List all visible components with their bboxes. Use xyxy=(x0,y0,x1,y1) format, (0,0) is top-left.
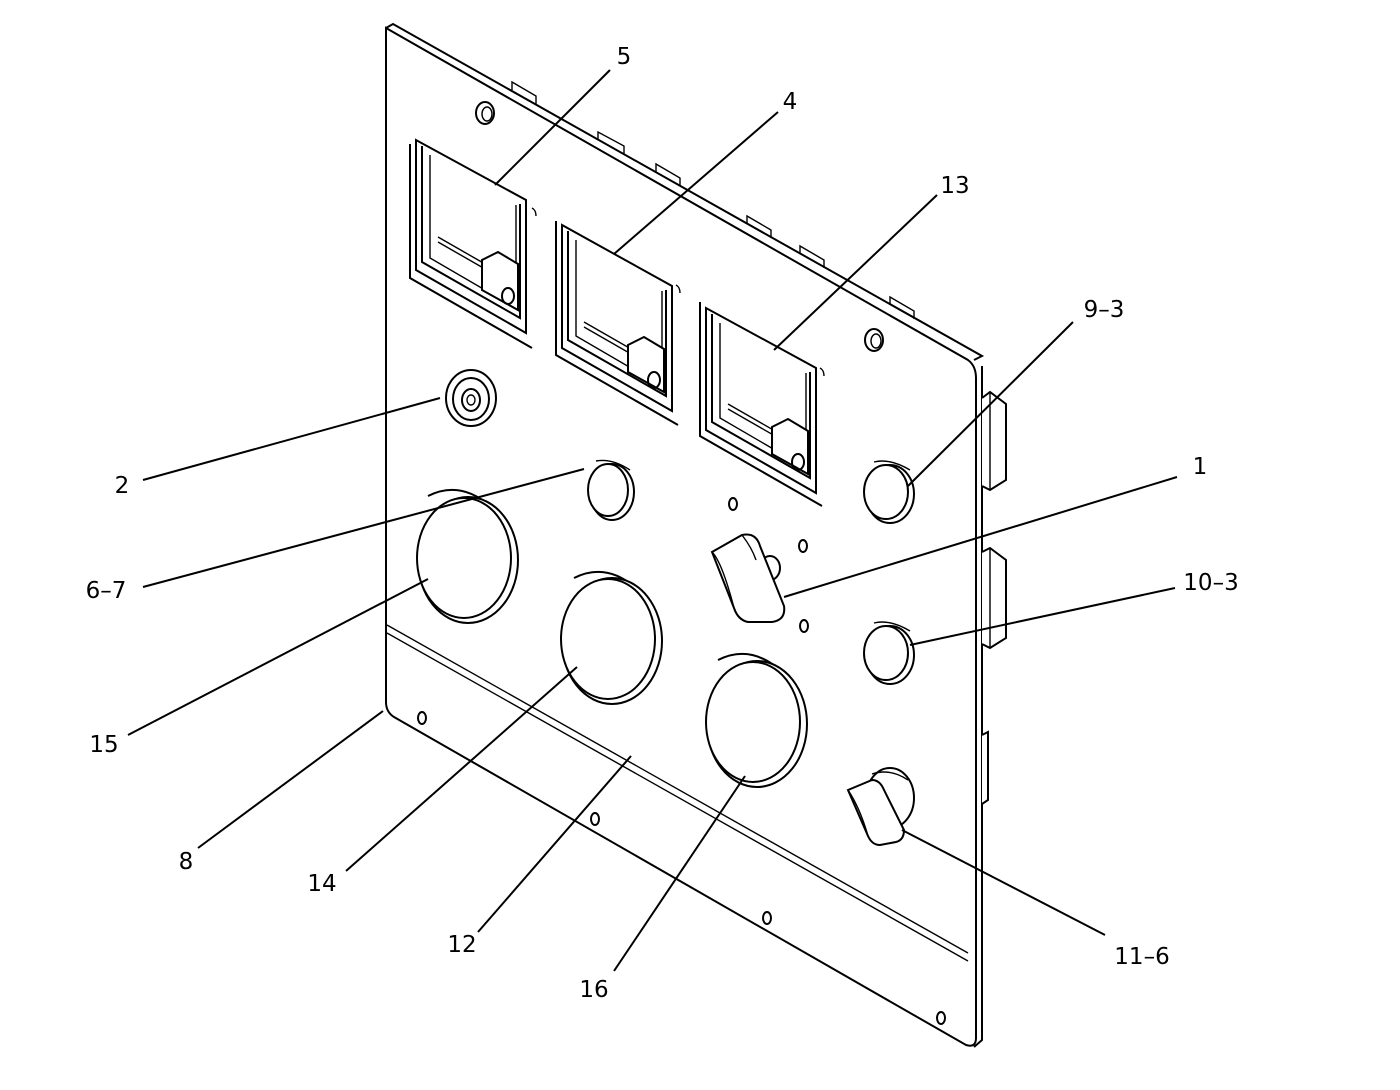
callout-10-3: 10–3 xyxy=(1183,570,1238,596)
callout-5: 5 xyxy=(617,44,632,70)
leader-8 xyxy=(197,710,384,849)
callout-12: 12 xyxy=(447,932,476,958)
meter-5 xyxy=(409,138,537,349)
callout-15: 15 xyxy=(89,732,118,758)
push-button-10-3 xyxy=(863,621,915,685)
callout-4: 4 xyxy=(783,89,798,115)
callout-1: 1 xyxy=(1193,454,1208,480)
leader-16 xyxy=(613,775,746,972)
rear-side-boxes xyxy=(981,390,1007,805)
callout-9-3: 9–3 xyxy=(1084,297,1125,323)
rotary-switch-1 xyxy=(710,533,786,623)
leader-15 xyxy=(127,578,429,736)
callout-labels: 5 4 13 9–3 1 10–3 11–6 2 6–7 15 8 14 12 … xyxy=(86,44,1239,1003)
leader-4 xyxy=(613,111,779,255)
leader-2 xyxy=(142,397,441,481)
leader-5 xyxy=(494,69,611,186)
leader-6-7 xyxy=(142,468,585,588)
leader-11-6 xyxy=(901,829,1106,936)
leader-14 xyxy=(345,666,578,872)
gauge-15 xyxy=(416,489,519,624)
callout-6-7: 6–7 xyxy=(86,578,127,604)
callout-14: 14 xyxy=(307,871,336,897)
gauge-14 xyxy=(560,571,663,705)
leader-10-3 xyxy=(909,587,1176,646)
callout-2: 2 xyxy=(115,473,130,499)
meter-13 xyxy=(699,302,825,507)
leader-1 xyxy=(783,476,1178,598)
push-button-9-3 xyxy=(863,460,915,524)
callout-8: 8 xyxy=(179,849,194,875)
leader-13 xyxy=(773,194,938,351)
leader-12 xyxy=(477,755,632,933)
leader-9-3 xyxy=(907,321,1074,487)
meter-4 xyxy=(555,221,681,426)
rear-connector-tabs xyxy=(511,80,915,319)
rotary-switch-11-6 xyxy=(846,767,915,847)
callout-11-6: 11–6 xyxy=(1114,944,1169,970)
indicator-lamp-2 xyxy=(445,369,497,427)
callout-13: 13 xyxy=(940,173,969,199)
leader-lines xyxy=(127,69,1178,972)
callout-16: 16 xyxy=(579,977,608,1003)
mounting-holes xyxy=(417,101,946,1025)
gauge-16 xyxy=(705,653,808,788)
small-button-6-7 xyxy=(587,459,635,521)
panel-plate xyxy=(385,22,985,1048)
